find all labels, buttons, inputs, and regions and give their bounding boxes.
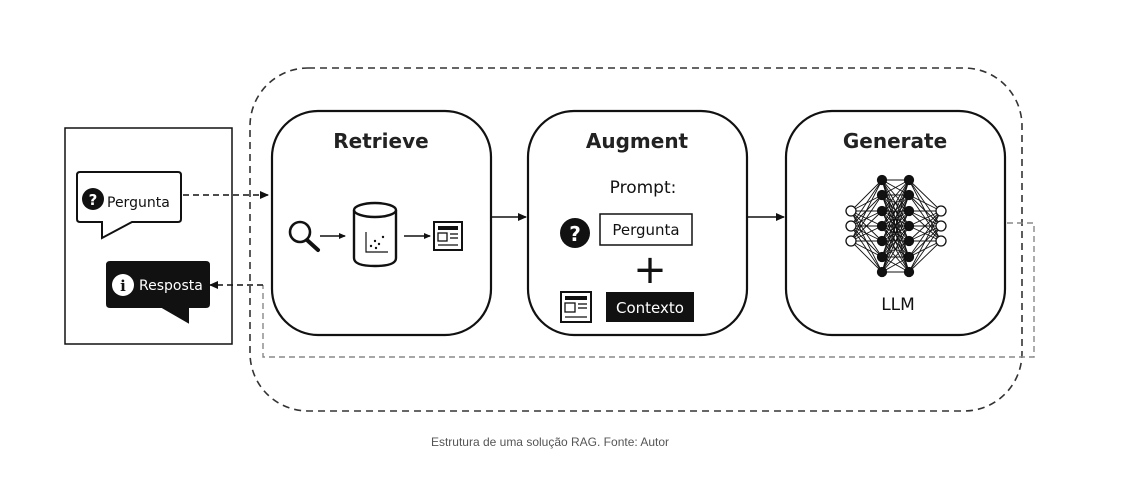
svg-text:i: i: [120, 277, 126, 295]
neuron-node: [903, 174, 915, 186]
generate-title: Generate: [843, 129, 947, 153]
neuron-node: [935, 205, 947, 217]
answer-bubble-label: Resposta: [139, 278, 203, 294]
svg-text:?: ?: [89, 191, 98, 209]
prompt-question-label: Pergunta: [612, 221, 679, 239]
neuron-node: [876, 205, 888, 217]
neuron-node: [845, 220, 857, 232]
context-label: Contexto: [616, 299, 684, 317]
neuron-node: [876, 174, 888, 186]
answer-bubble: i Resposta: [106, 261, 210, 324]
neuron-node: [903, 220, 915, 232]
neuron-node: [935, 220, 947, 232]
llm-label: LLM: [881, 295, 915, 315]
generate-box: [784, 109, 1007, 337]
neuron-node: [903, 266, 915, 278]
document-icon: [433, 221, 463, 251]
neuron-node: [876, 235, 888, 247]
neuron-node: [903, 205, 915, 217]
augment-title: Augment: [586, 129, 689, 153]
database-icon: [352, 201, 398, 268]
context-box: [606, 292, 694, 322]
neuron-node: [876, 266, 888, 278]
rag-pipeline-boundary: [249, 67, 1023, 412]
neural-network-icon: [845, 174, 947, 278]
user-panel: [64, 127, 233, 345]
neuron-node: [876, 189, 888, 201]
neuron-node: [845, 205, 857, 217]
question-bubble: ? Pergunta: [76, 171, 182, 240]
question-mark-icon: ?: [82, 188, 104, 210]
prompt-question-box: [599, 213, 693, 246]
return-path-line: [262, 222, 1035, 358]
prompt-label: Prompt:: [610, 178, 677, 198]
magnifier-icon: [288, 220, 320, 252]
plus-sign: +: [633, 247, 667, 293]
svg-text:?: ?: [569, 222, 581, 246]
neuron-node: [876, 251, 888, 263]
retrieve-title: Retrieve: [333, 129, 428, 153]
question-bubble-label: Pergunta: [107, 195, 170, 211]
neuron-node: [876, 220, 888, 232]
figure-caption: Estrutura de uma solução RAG. Fonte: Aut…: [430, 435, 670, 449]
document-icon: [560, 291, 592, 323]
neuron-node: [845, 235, 857, 247]
info-icon: i: [112, 274, 134, 296]
neuron-node: [903, 189, 915, 201]
question-mark-icon: ?: [560, 218, 590, 248]
neuron-node: [903, 235, 915, 247]
neuron-node: [935, 235, 947, 247]
neuron-node: [903, 251, 915, 263]
